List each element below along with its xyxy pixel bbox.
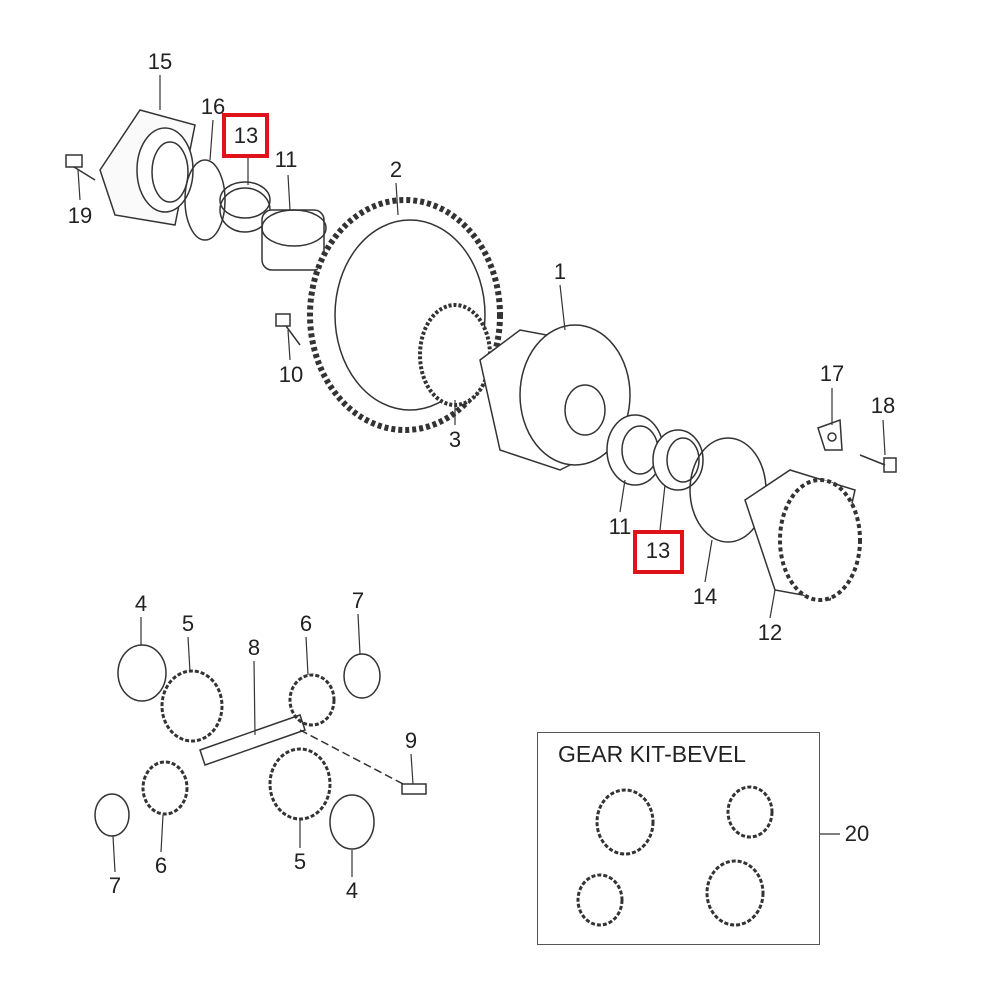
part-19-bolt xyxy=(65,154,96,181)
part-9-pin xyxy=(299,729,427,795)
highlight-box-13-lower xyxy=(633,530,684,574)
callout-1: 1 xyxy=(553,259,567,284)
part-6-pinion-gear xyxy=(288,673,336,727)
callout-3: 3 xyxy=(448,427,462,452)
part-18-bolt xyxy=(859,454,897,473)
callout-6-upper: 6 xyxy=(299,611,313,636)
callout-8: 8 xyxy=(247,635,261,660)
kit-side-gear-1 xyxy=(595,788,655,856)
gear-kit-title: GEAR KIT-BEVEL xyxy=(558,741,746,767)
part-7-washer-lower xyxy=(94,793,130,837)
part-5-side-gear xyxy=(160,669,224,743)
callout-9: 9 xyxy=(404,728,418,753)
part-1-differential-case xyxy=(479,324,631,471)
callout-6-lower: 6 xyxy=(154,853,168,878)
callout-13-upper: 13 xyxy=(233,123,259,148)
kit-pinion-gear-2 xyxy=(576,873,624,927)
kit-pinion-gear-1 xyxy=(726,785,774,839)
callout-19: 19 xyxy=(67,203,93,228)
part-6-pinion-gear-lower xyxy=(141,760,189,816)
gear-kit-bevel-box: GEAR KIT-BEVEL xyxy=(537,732,820,945)
callout-13-lower: 13 xyxy=(645,538,671,563)
callout-11-lower: 11 xyxy=(608,514,632,539)
part-10-bolt xyxy=(275,313,301,346)
part-11-bearing-upper xyxy=(261,209,327,271)
callout-4-upper: 4 xyxy=(134,591,148,616)
part-13-shim-lower xyxy=(652,429,704,491)
callout-5-lower: 5 xyxy=(293,849,307,874)
callout-7-upper: 7 xyxy=(351,588,365,613)
part-17-plate xyxy=(817,418,843,451)
part-5-side-gear-lower xyxy=(268,747,332,821)
callout-15: 15 xyxy=(147,49,173,74)
part-12-bearing-housing xyxy=(744,469,862,602)
kit-side-gear-2 xyxy=(705,859,765,927)
leader-lines xyxy=(77,75,886,877)
callout-17: 17 xyxy=(819,361,845,386)
callout-12: 12 xyxy=(757,620,783,645)
callout-14: 14 xyxy=(692,584,718,609)
part-8-pinion-shaft xyxy=(199,714,306,766)
callout-5-upper: 5 xyxy=(181,611,195,636)
callout-2: 2 xyxy=(389,157,403,182)
callout-4-lower: 4 xyxy=(345,878,359,903)
part-4-washer xyxy=(117,644,167,702)
part-16-snap-ring xyxy=(184,159,226,241)
highlight-box-13-upper xyxy=(222,113,269,158)
callout-7-lower: 7 xyxy=(108,873,122,898)
part-15-bearing-flange xyxy=(99,109,196,226)
callout-16: 16 xyxy=(200,94,226,119)
callout-10: 10 xyxy=(278,362,304,387)
part-7-washer xyxy=(343,653,381,699)
callout-20: 20 xyxy=(844,821,870,846)
part-4-washer-lower xyxy=(329,794,375,850)
part-3-gear xyxy=(418,303,492,407)
callout-18: 18 xyxy=(870,393,896,418)
callout-11-upper: 11 xyxy=(274,147,298,172)
